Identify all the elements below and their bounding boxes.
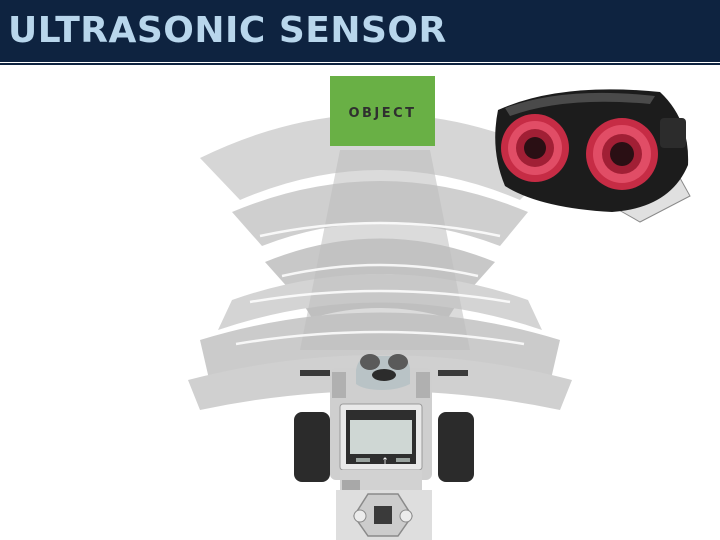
object-target: OBJECT [330, 76, 435, 146]
sound-wave-icon [188, 114, 572, 410]
wave-arc [249, 289, 511, 304]
title-divider [0, 63, 720, 65]
object-label: OBJECT [348, 106, 417, 121]
slide-title: ULTRASONIC SENSOR [8, 10, 447, 51]
ultrasonic-sensor-icon [495, 89, 691, 223]
wave-arc [259, 221, 501, 238]
title-bar: ULTRASONIC SENSOR [0, 0, 720, 62]
robot-wheel [438, 412, 474, 482]
robot-wheel [294, 412, 330, 482]
wave-beam [300, 150, 470, 350]
robot-arm [300, 370, 330, 376]
wave-arc [235, 330, 525, 346]
robot-screen-glyph: ↑ [381, 457, 389, 467]
robot-arm [438, 370, 468, 376]
robot-icon: ↑ [294, 354, 474, 540]
wave-arc [281, 263, 479, 278]
